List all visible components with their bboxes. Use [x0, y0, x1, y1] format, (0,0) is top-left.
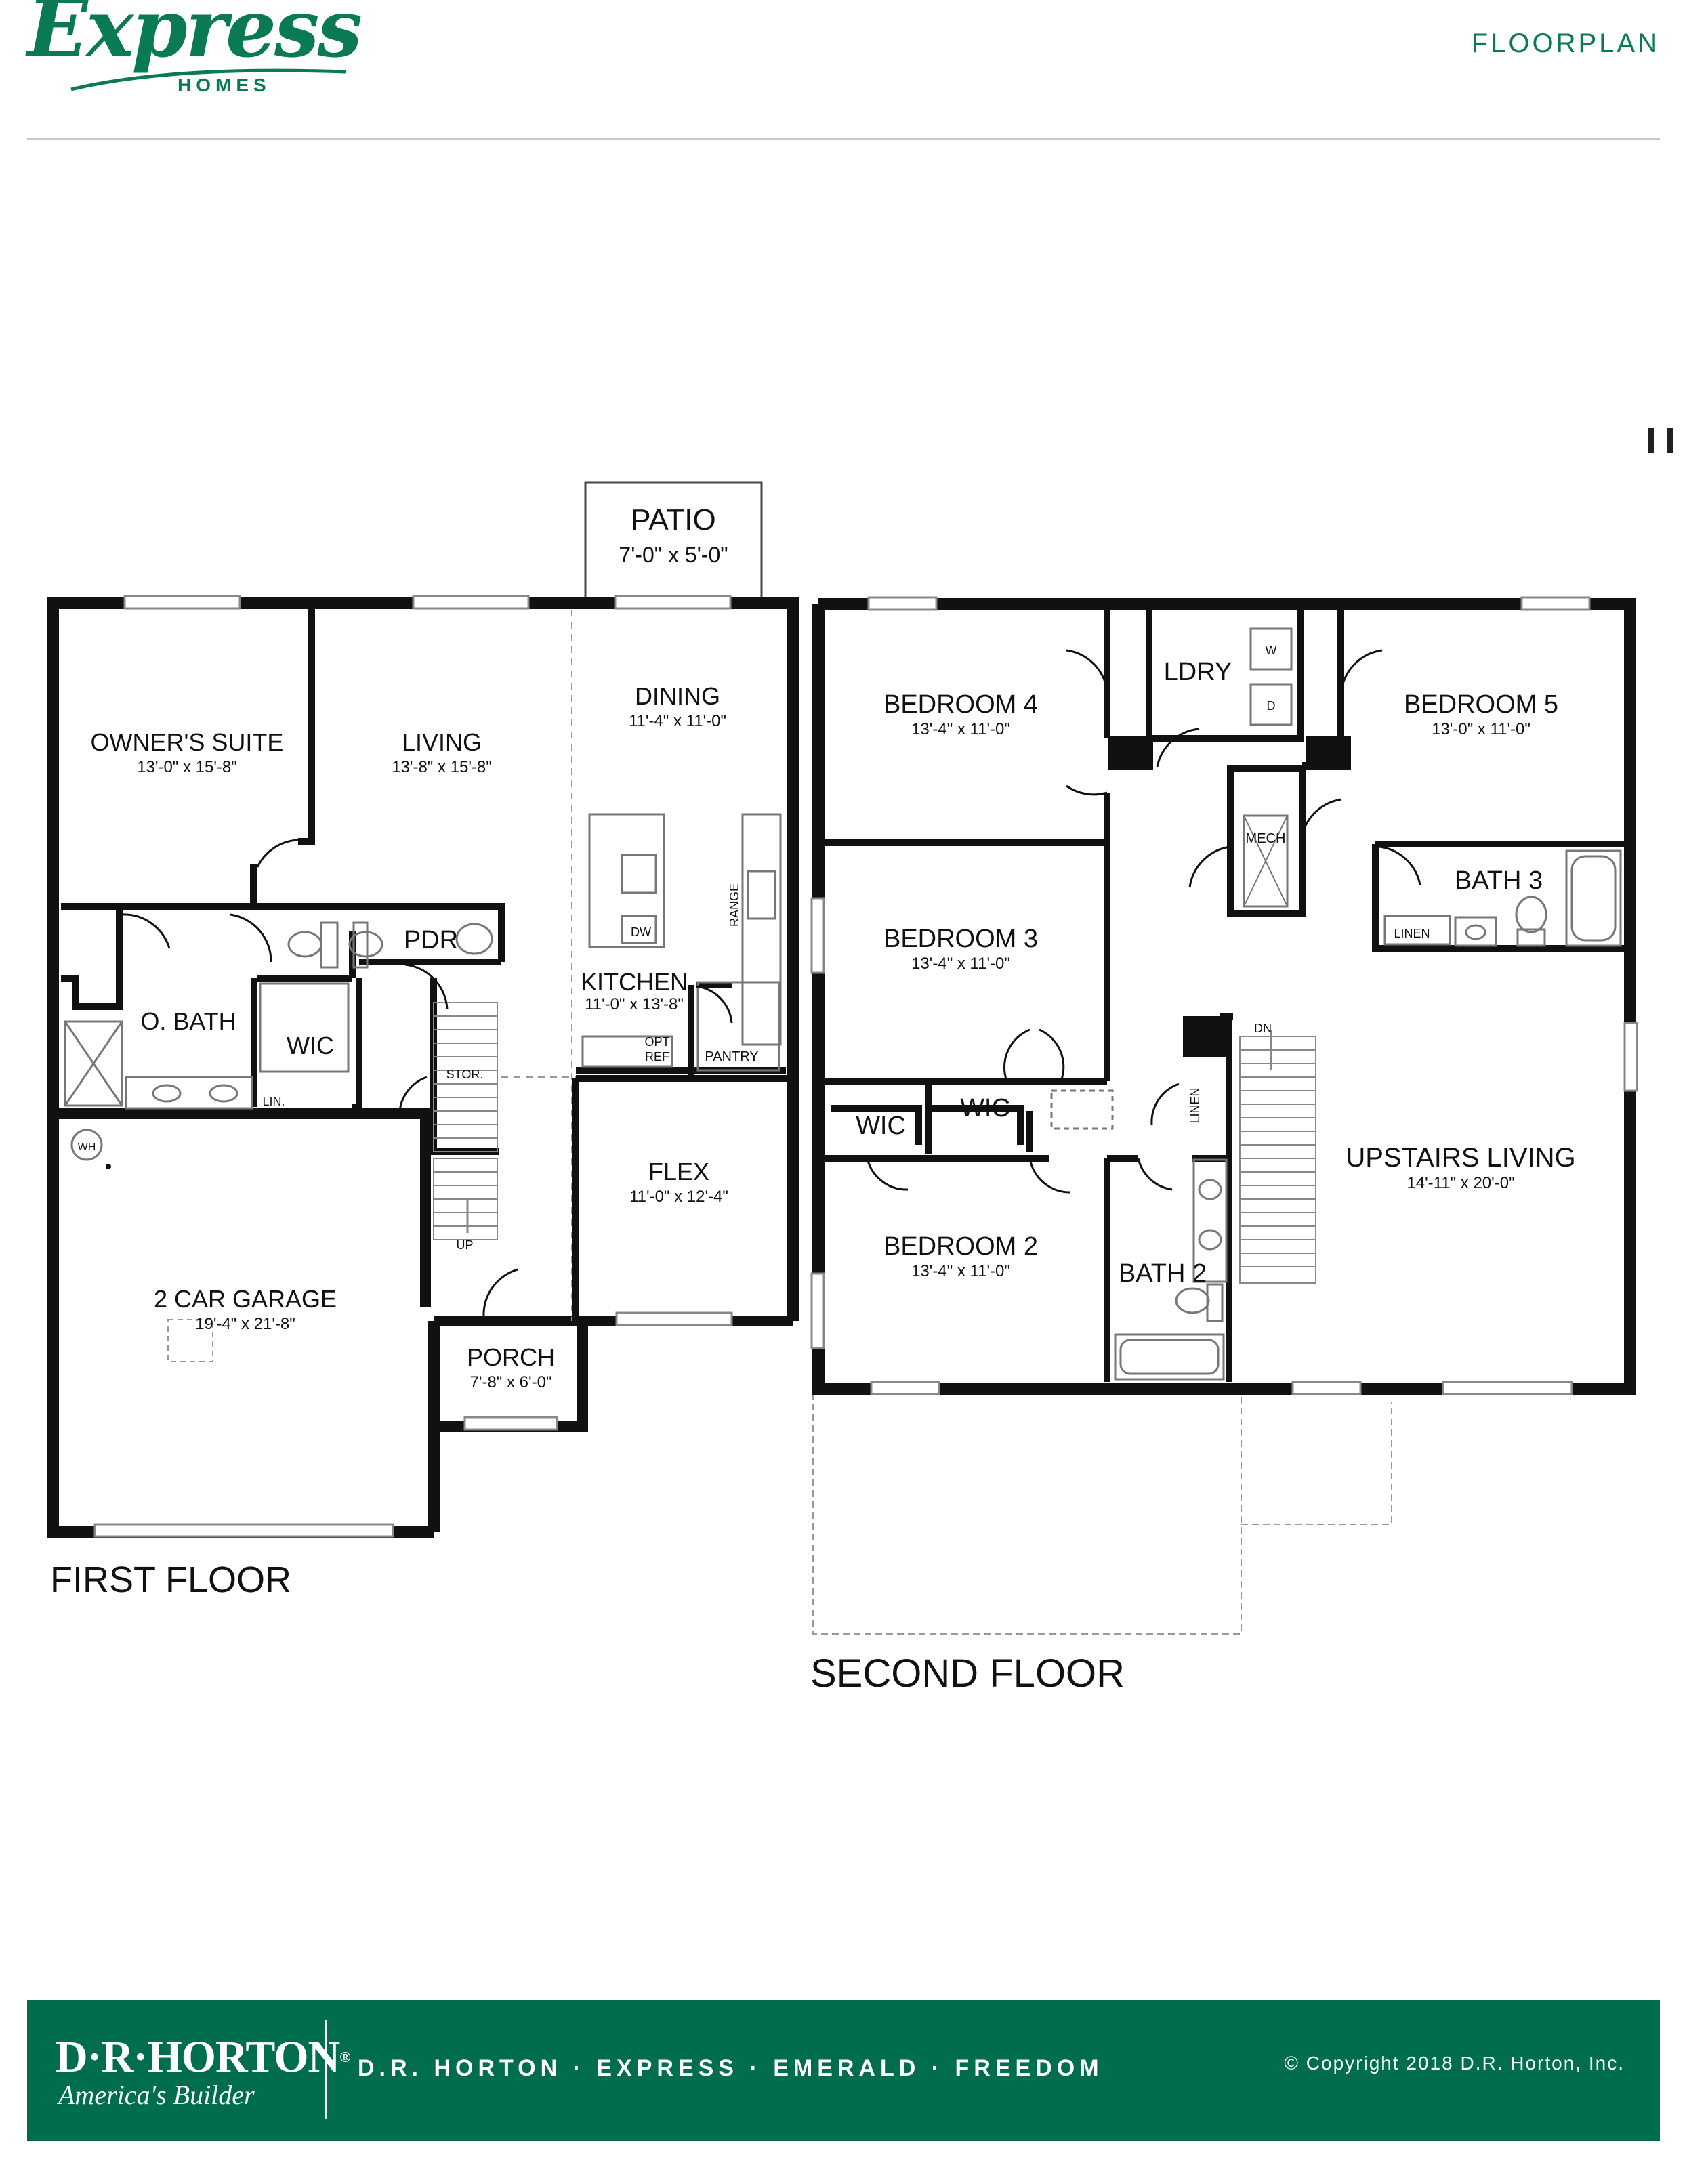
- opt-ref-label-2: REF: [645, 1050, 669, 1064]
- wic-label: WIC: [287, 1032, 334, 1059]
- kitchen-name: KITCHEN: [581, 968, 688, 996]
- garage-attic-access: [167, 1319, 213, 1362]
- bedroom3-name: BEDROOM 3: [883, 925, 1038, 953]
- garage-dims: 19'-4" x 21'-8": [195, 1315, 295, 1333]
- o-bath-label: O. BATH: [140, 1007, 236, 1035]
- owners-suite-name: OWNER'S SUITE: [91, 728, 284, 756]
- porch-dims: 7'-8" x 6'-0": [470, 1373, 552, 1391]
- porch-name: PORCH: [467, 1343, 555, 1371]
- column-block-2: [1306, 736, 1351, 770]
- dr-horton-logo: D·R·HORTON® America's Builder: [56, 2032, 351, 2111]
- range-label: RANGE: [728, 883, 741, 927]
- bath3-linen-label: LINEN: [1394, 927, 1430, 940]
- second-floor-title: SECOND FLOOR: [810, 1652, 1125, 1696]
- second-floor-doors: [866, 649, 1421, 1194]
- laundry-label: LDRY: [1164, 658, 1232, 686]
- water-heater-label: WH: [78, 1141, 96, 1153]
- logo-subtitle: HOMES: [178, 75, 271, 96]
- hall-linen-label: LINEN: [1188, 1087, 1202, 1123]
- second-floor-plan: BEDROOM 4 13'-4" x 11'-0" BEDROOM 5 13'-…: [810, 596, 1638, 1696]
- pantry-label: PANTRY: [705, 1049, 758, 1064]
- second-floor-windows: [810, 596, 1638, 1395]
- logo-wordmark: Express: [27, 0, 362, 75]
- brand-tagline: America's Builder: [58, 2080, 255, 2110]
- pdr-label: PDR: [404, 926, 458, 954]
- flex-name: FLEX: [648, 1158, 709, 1185]
- first-floor-interior-walls: [58, 1108, 793, 1432]
- first-floor-doors: [121, 839, 733, 1318]
- logo-trademark: ™: [344, 12, 354, 23]
- footer-divider: [325, 2020, 327, 2119]
- second-floor-stairs: [1239, 1030, 1316, 1284]
- patio-dims: 7'-0" x 5'-0": [619, 543, 728, 567]
- page-footer: D·R·HORTON® America's Builder D.R. HORTO…: [27, 2000, 1660, 2141]
- laundry-appliances: [1249, 627, 1293, 726]
- bedroom4-dims: 13'-4" x 11'-0": [911, 720, 1010, 738]
- footer-brand-list: D.R. HORTON · EXPRESS · EMERALD · FREEDO…: [358, 2055, 1104, 2081]
- first-floor-title: FIRST FLOOR: [50, 1559, 291, 1600]
- bedroom2-dims: 13'-4" x 11'-0": [911, 1262, 1010, 1280]
- dining-dims: 11'-4" x 11'-0": [629, 712, 726, 730]
- garage-name: 2 CAR GARAGE: [154, 1285, 337, 1313]
- opt-ref-label-1: OPT: [644, 1035, 669, 1049]
- mech-closet: [1227, 765, 1306, 917]
- first-floor-stairs: [433, 1002, 498, 1240]
- stairs-up-label: UP: [456, 1238, 473, 1252]
- first-floor-partition-walls: [61, 606, 787, 1321]
- mech-label: MECH: [1246, 831, 1286, 846]
- living-dims: 13'-8" x 15'-8": [392, 758, 492, 776]
- bedroom2-name: BEDROOM 2: [883, 1232, 1038, 1261]
- header-divider: [27, 138, 1660, 140]
- floorplan-drawing: PATIO 7'-0" x 5'-0" OWNER'S SUITE 13'-0"…: [47, 481, 1638, 1696]
- flex-dims: 11'-0" x 12'-4": [629, 1188, 728, 1206]
- page-header: Express ™ HOMES FLOORPLAN: [0, 0, 1687, 142]
- logo-swoosh-icon: [70, 68, 346, 91]
- second-floor-overhang: [812, 1393, 1392, 1635]
- floor-drain-marker: [106, 1164, 111, 1169]
- brand-name: D·R·HORTON: [56, 2032, 340, 2082]
- column-block-1: [1108, 736, 1153, 770]
- patio-outline: [584, 481, 763, 602]
- page-label: FLOORPLAN: [1471, 28, 1660, 58]
- bedroom5-name: BEDROOM 5: [1404, 690, 1558, 719]
- second-floor-exterior-walls: [812, 598, 1636, 1395]
- column-block-3: [1183, 1016, 1230, 1057]
- first-floor-plan: PATIO 7'-0" x 5'-0" OWNER'S SUITE 13'-0"…: [47, 481, 799, 1600]
- kitchen-island: [581, 813, 782, 1072]
- bath2-label: BATH 2: [1119, 1259, 1207, 1288]
- wic-right-label: WIC: [960, 1094, 1010, 1122]
- bath3-label: BATH 3: [1455, 866, 1543, 895]
- upstairs-living-dims: 14'-11" x 20'-0": [1407, 1174, 1514, 1192]
- express-homes-logo: Express ™ HOMES: [27, 0, 366, 102]
- kitchen-dims: 11'-0" x 13'-8": [585, 995, 684, 1013]
- brand-registered: ®: [339, 2049, 350, 2065]
- upstairs-living-name: UPSTAIRS LIVING: [1346, 1143, 1575, 1173]
- living-name: LIVING: [402, 728, 482, 756]
- first-floor-windows: [93, 595, 733, 1538]
- bedroom3-dims: 13'-4" x 11'-0": [911, 954, 1010, 973]
- first-floor-bath-fixtures: [64, 921, 493, 1161]
- lin-label: LIN.: [262, 1095, 285, 1108]
- bedroom4-name: BEDROOM 4: [883, 690, 1038, 719]
- stairs-down-label: DN: [1254, 1022, 1272, 1035]
- bedroom5-dims: 13'-0" x 11'-0": [1432, 720, 1530, 738]
- second-floor-bath-fixtures: [1050, 849, 1622, 1381]
- owners-suite-dims: 13'-0" x 15'-8": [137, 758, 237, 776]
- dryer-label: D: [1267, 699, 1276, 713]
- wic-left-label: WIC: [856, 1112, 906, 1140]
- patio-name: PATIO: [631, 503, 716, 537]
- pause-icon[interactable]: [1646, 428, 1676, 453]
- dining-name: DINING: [635, 682, 720, 710]
- washer-label: W: [1266, 644, 1277, 657]
- copyright-notice: © Copyright 2018 D.R. Horton, Inc.: [1284, 2053, 1625, 2074]
- stor-label: STOR.: [446, 1068, 484, 1081]
- first-floor-dashed-lines: [501, 610, 576, 1321]
- dishwasher-label: DW: [631, 925, 651, 939]
